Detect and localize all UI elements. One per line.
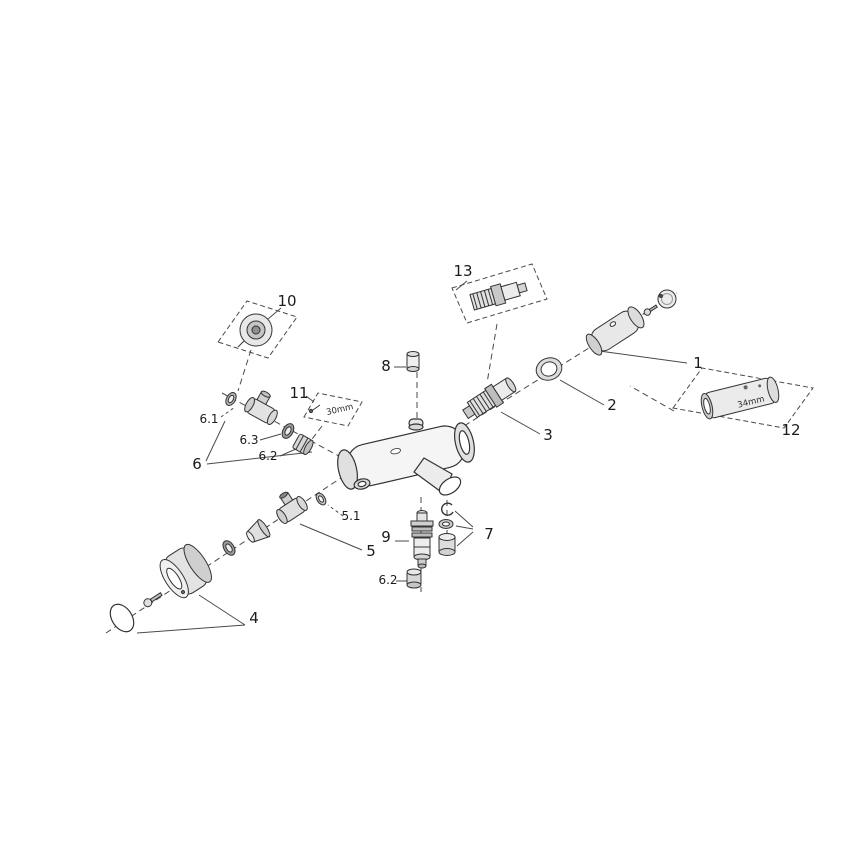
- callout-3: 3: [543, 426, 553, 444]
- leader-6-2a: [279, 448, 297, 457]
- part-4-ring: [222, 540, 236, 556]
- leader-lines: [136, 280, 688, 634]
- part-1-screw: [643, 304, 658, 316]
- part-4-cone: [246, 518, 271, 543]
- callout-6-1: 6.1: [199, 412, 218, 426]
- callout-11: 11: [289, 384, 308, 402]
- axis-knob-10: [237, 349, 252, 392]
- axis-upper-right: [455, 292, 678, 432]
- part-4-escutcheon: [159, 543, 212, 599]
- callout-2: 2: [607, 396, 617, 414]
- part-6-1-ring: [225, 392, 237, 406]
- axis-part-11: [308, 425, 323, 444]
- part-5-1-ring: [315, 492, 327, 506]
- leader-13: [455, 280, 468, 291]
- leader-6-3: [259, 433, 282, 441]
- part-13-cartridge: [469, 281, 528, 311]
- dimension-30mm: 30mm: [325, 402, 354, 418]
- detail-box-12: [672, 367, 814, 429]
- callout-4: 4: [249, 609, 259, 627]
- callout-5: 5: [366, 542, 376, 560]
- leader-10: [267, 307, 282, 320]
- part-8-plug: [406, 351, 420, 372]
- part-3-cartridge: [462, 377, 517, 420]
- callout-6-3: 6.3: [239, 433, 258, 447]
- leader-6b: [205, 420, 226, 462]
- callout-10: 10: [277, 292, 296, 310]
- leader-6a: [206, 451, 313, 465]
- callout-6-2b: 6.2: [378, 573, 397, 587]
- part-7-clip: [441, 502, 454, 516]
- faucet-spout-opening: [438, 476, 462, 496]
- part-4-screw: [143, 592, 163, 608]
- part-5-elbow: [276, 491, 308, 525]
- part-6-2-nut: [292, 433, 314, 456]
- leader-4a: [136, 624, 246, 634]
- detail-box-10: [217, 300, 298, 359]
- axis-part-12: [629, 385, 675, 412]
- part-11-pin: [308, 404, 321, 414]
- leader-4b: [198, 594, 246, 626]
- callout-1: 1: [693, 354, 703, 372]
- part-2-ring: [535, 357, 563, 381]
- leader-2: [559, 379, 605, 406]
- callout-7: 7: [484, 525, 494, 543]
- leader-1: [591, 349, 688, 364]
- part-4-cap: [109, 603, 135, 633]
- faucet-bottom-port: [353, 478, 371, 490]
- callout-13: 13: [453, 262, 472, 280]
- part-6-3-ring: [281, 423, 295, 439]
- leader-3: [500, 411, 541, 435]
- part-7-bush: [438, 533, 456, 556]
- part-9-cartridge: [410, 510, 434, 569]
- part-10-knob: [237, 313, 273, 348]
- leader-5: [299, 523, 363, 551]
- leader-11: [305, 395, 315, 403]
- callout-9: 9: [381, 528, 391, 546]
- callout-6-2a: 6.2: [258, 449, 277, 463]
- callout-12: 12: [781, 421, 800, 439]
- callout-6: 6: [192, 455, 202, 473]
- callout-labels: 10 13 8 1 2 3 11 6.1 6.3 6.2 6 12 9 7 5.…: [192, 262, 800, 627]
- part-6-elbow: [244, 390, 278, 426]
- axis-part-13: [486, 323, 498, 384]
- callout-5-1: 5.1: [341, 509, 360, 523]
- callout-8: 8: [381, 357, 391, 375]
- part-7-ring: [438, 519, 454, 529]
- part-1-handle: [585, 306, 645, 356]
- part-1-cap: [657, 289, 677, 309]
- detail-box-13: [451, 263, 548, 324]
- faucet-top-button: [408, 418, 424, 431]
- part-12-sleeve: 34mm: [700, 376, 780, 420]
- leader-6-1: [220, 406, 236, 418]
- leader-7-bracket: [454, 510, 474, 547]
- faucet-body: [337, 418, 475, 496]
- part-6-2b-nut: [406, 568, 422, 589]
